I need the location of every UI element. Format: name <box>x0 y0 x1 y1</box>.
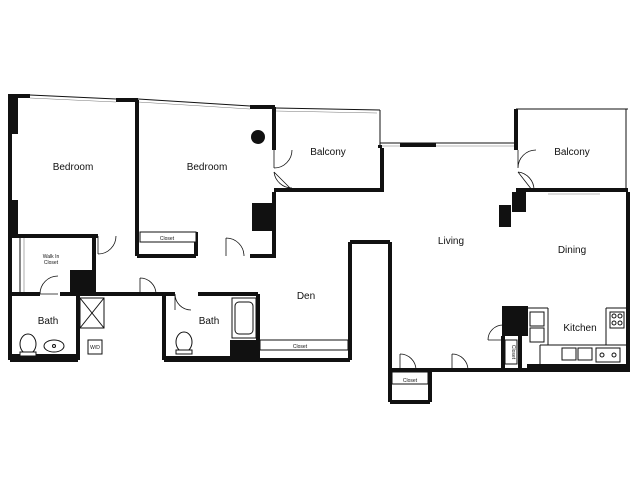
label-balcony-2: Balcony <box>554 147 590 158</box>
label-bedroom-1: Bedroom <box>53 162 94 173</box>
structural-columns <box>8 94 630 372</box>
door-swings <box>39 149 537 371</box>
label-kitchen: Kitchen <box>563 323 596 334</box>
label-den: Den <box>297 291 315 302</box>
label-closet-kitchen: Closet <box>510 345 516 360</box>
room-labels: Bedroom Bedroom Balcony Balcony Living D… <box>38 147 597 334</box>
label-bath-2: Bath <box>199 316 220 327</box>
label-washer-dryer: W/D <box>90 345 100 351</box>
bath-1-fixtures <box>19 297 105 357</box>
label-bedroom-2: Bedroom <box>187 162 228 173</box>
bath-2-fixtures <box>175 297 257 355</box>
label-closet-den: Closet <box>293 344 308 350</box>
label-walk-in: Walk In <box>43 254 60 260</box>
label-closet-living: Closet <box>403 378 418 384</box>
kitchen-fixtures <box>529 311 625 363</box>
label-bath-1: Bath <box>38 316 59 327</box>
label-dining: Dining <box>558 245 586 256</box>
label-closet-bedroom: Closet <box>160 236 175 242</box>
label-balcony-1: Balcony <box>310 147 346 158</box>
closet-labels: Walk In Closet Closet Closet Closet Clos… <box>43 236 516 384</box>
label-walk-in-closet: Closet <box>44 260 59 266</box>
closet-rods <box>19 231 518 385</box>
interior-walls <box>10 100 628 404</box>
label-living: Living <box>438 236 464 247</box>
